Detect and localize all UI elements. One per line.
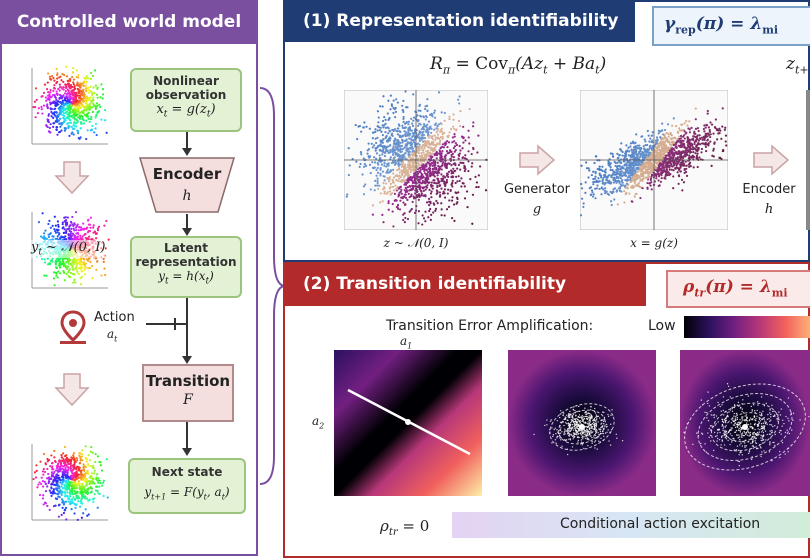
clipped-plot-edge bbox=[806, 90, 810, 230]
rho-formula-box bbox=[666, 270, 810, 308]
connector-line bbox=[186, 132, 188, 150]
latent-box: Latent representation yt = h(xt) bbox=[130, 236, 242, 298]
down-arrow-icon bbox=[54, 161, 90, 195]
left-header bbox=[0, 0, 258, 44]
left-title: Controlled world model bbox=[16, 12, 242, 32]
encoder-label-right: Encoder bbox=[742, 182, 796, 197]
arrow-head-icon bbox=[182, 356, 192, 364]
down-arrow-icon bbox=[54, 373, 90, 407]
arrow-head-icon bbox=[182, 228, 192, 236]
latent-z-scatter bbox=[344, 90, 488, 230]
transition-header bbox=[283, 262, 646, 306]
encoder-symbol-right: h bbox=[764, 202, 774, 217]
observation-box: Nonlinear observation xt = g(zt) bbox=[130, 68, 242, 132]
generator-label: Generator bbox=[503, 182, 570, 197]
transition-title: (2) Transition identifiability bbox=[303, 274, 567, 294]
gamma-formula-box bbox=[652, 6, 810, 46]
right-arrow-icon bbox=[519, 144, 556, 176]
next-state-title: Next state bbox=[151, 465, 223, 479]
next-latent-formula-partial: zt+ bbox=[786, 54, 809, 77]
next-state-formula: yt+1 = F(yt, at) bbox=[144, 485, 230, 502]
excitation-gradient-bar bbox=[452, 512, 810, 538]
arrow-head-icon bbox=[182, 148, 192, 156]
connector-line bbox=[186, 214, 188, 230]
generator-symbol: g bbox=[532, 202, 542, 217]
transition-box: Transition F bbox=[142, 364, 234, 422]
amplification-label: Transition Error Amplification: bbox=[386, 318, 594, 334]
error-heatmap-full bbox=[680, 350, 810, 496]
error-heatmap-degenerate bbox=[334, 350, 482, 496]
representation-header bbox=[283, 0, 635, 42]
encoder-label: Encoder bbox=[152, 165, 222, 183]
colorbar bbox=[684, 316, 810, 338]
gamma-formula: γrep(π) = λmi bbox=[664, 14, 779, 37]
rho-zero-label: ρtr = 0 bbox=[380, 517, 430, 538]
curly-brace bbox=[259, 87, 285, 485]
transition-symbol: F bbox=[183, 392, 193, 408]
arrow-head-icon bbox=[182, 448, 192, 456]
connector-line bbox=[186, 422, 188, 450]
excitation-label: Conditional action excitation bbox=[560, 516, 761, 532]
location-pin-icon bbox=[60, 310, 86, 344]
observation-x-caption: x = g(z) bbox=[630, 236, 678, 250]
next-state-box: Next state yt+1 = F(yt, at) bbox=[128, 458, 246, 514]
error-heatmap-partial bbox=[508, 350, 656, 496]
observation-x-scatter bbox=[580, 90, 728, 230]
representation-title: (1) Representation identifiability bbox=[303, 11, 619, 31]
right-arrow-icon bbox=[753, 144, 790, 176]
action-label: Action bbox=[94, 310, 135, 325]
transition-label: Transition bbox=[145, 372, 231, 390]
latent-title: Latent representation bbox=[135, 241, 237, 269]
action-connector-line bbox=[146, 323, 188, 325]
observation-title: Nonlinear observation bbox=[145, 74, 227, 102]
action-symbol: at bbox=[107, 327, 118, 344]
next-state-scatter-image bbox=[31, 444, 109, 521]
low-label: Low bbox=[648, 318, 676, 334]
encoder-block bbox=[138, 157, 236, 213]
covariance-formula: Rπ = Covπ(Azt + Bat) bbox=[430, 54, 607, 77]
a1-axis-label: a1 bbox=[400, 334, 413, 351]
encoder-symbol: h bbox=[182, 188, 192, 204]
observation-formula: xt = g(zt) bbox=[156, 102, 216, 120]
observation-scatter-image bbox=[31, 65, 108, 145]
rho-formula: ρtr(π) = λmi bbox=[683, 277, 788, 300]
action-junction-tick bbox=[174, 318, 176, 330]
latent-formula: yt = h(xt) bbox=[158, 269, 214, 287]
a2-axis-label: a2 bbox=[312, 414, 325, 431]
connector-line bbox=[186, 298, 188, 358]
latent-z-caption: z ~ 𝒩(0, I) bbox=[383, 236, 449, 250]
gaussian-label: yt ~ 𝒩(0, I) bbox=[31, 240, 106, 258]
